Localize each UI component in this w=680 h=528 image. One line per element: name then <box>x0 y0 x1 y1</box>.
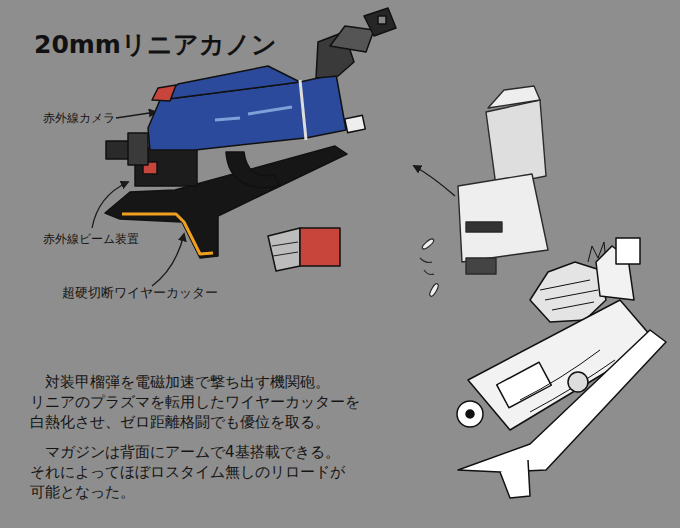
part-label: 赤外線ビーム装置 <box>43 231 139 248</box>
part-label: 超硬切断ワイヤーカッター <box>62 284 218 302</box>
rounds <box>420 238 440 298</box>
description-text: マガジンは背面にアームで4基搭載できる。 それによってほぼロスタイム無しのリロー… <box>30 442 402 502</box>
line-sketch <box>457 238 666 498</box>
title: 20mmリニアカノン <box>34 28 277 61</box>
part-label: 赤外線カメラ <box>43 110 115 127</box>
magazine <box>458 86 548 274</box>
description-text: 対装甲榴弾を電磁加速で撃ち出す機関砲。 リニアのプラズマを転用したワイヤーカッタ… <box>30 372 402 432</box>
